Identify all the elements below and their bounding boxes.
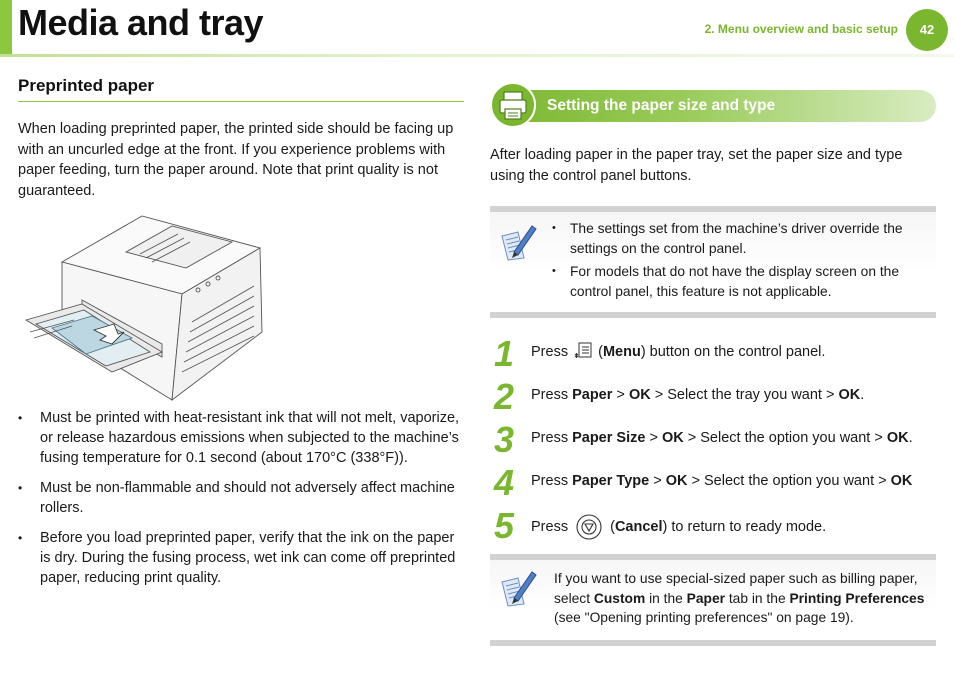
subsection-title: Setting the paper size and type	[547, 97, 776, 114]
note-pencil-icon	[498, 222, 540, 262]
printer-loading-illustration	[22, 212, 272, 402]
step-5-text: Press (Cancel) to return to ready mode.	[531, 514, 826, 540]
custom-paper-note: If you want to use special-sized paper s…	[554, 571, 925, 625]
note-box	[490, 554, 936, 646]
subsection-intro: After loading paper in the paper tray, s…	[490, 147, 903, 184]
intro-paragraph: When loading preprinted paper, the print…	[18, 121, 454, 199]
preprinted-requirements-list: Must be printed with heat-resistant ink …	[18, 408, 466, 598]
step-number: 3	[494, 419, 515, 460]
cancel-button-icon	[576, 514, 602, 540]
list-item: Must be printed with heat-resistant ink …	[18, 408, 466, 468]
page-number-badge: 42	[906, 9, 948, 51]
note-list: The settings set from the machine’s driv…	[552, 219, 932, 305]
step-number: 1	[494, 333, 515, 374]
step-1-text: Press (Menu) button on the control panel…	[531, 342, 826, 360]
printer-icon	[490, 82, 536, 128]
step-number: 4	[494, 462, 515, 503]
header-divider	[0, 54, 954, 57]
menu-button-icon	[574, 342, 592, 360]
section-heading: Preprinted paper	[18, 76, 155, 95]
page-title: Media and tray	[18, 2, 264, 43]
step-2-text: Press Paper > OK > Select the tray you w…	[531, 387, 865, 403]
step-4-text: Press Paper Type > OK > Select the optio…	[531, 473, 913, 489]
step-number: 5	[494, 505, 515, 546]
list-item: Must be non-flammable and should not adv…	[18, 478, 466, 518]
header-accent-bar	[0, 0, 12, 54]
page-reference-link[interactable]: (see "Opening printing preferences" on p…	[554, 610, 854, 625]
step-3-text: Press Paper Size > OK > Select the optio…	[531, 430, 913, 446]
subsection-banner	[490, 90, 936, 122]
chapter-link[interactable]: 2. Menu overview and basic setup	[704, 22, 898, 36]
list-item: The settings set from the machine’s driv…	[552, 219, 932, 258]
list-item: Before you load preprinted paper, verify…	[18, 528, 466, 588]
note-pencil-icon	[498, 568, 540, 608]
step-number: 2	[494, 376, 515, 417]
list-item: For models that do not have the display …	[552, 262, 932, 301]
section-divider	[18, 101, 464, 102]
